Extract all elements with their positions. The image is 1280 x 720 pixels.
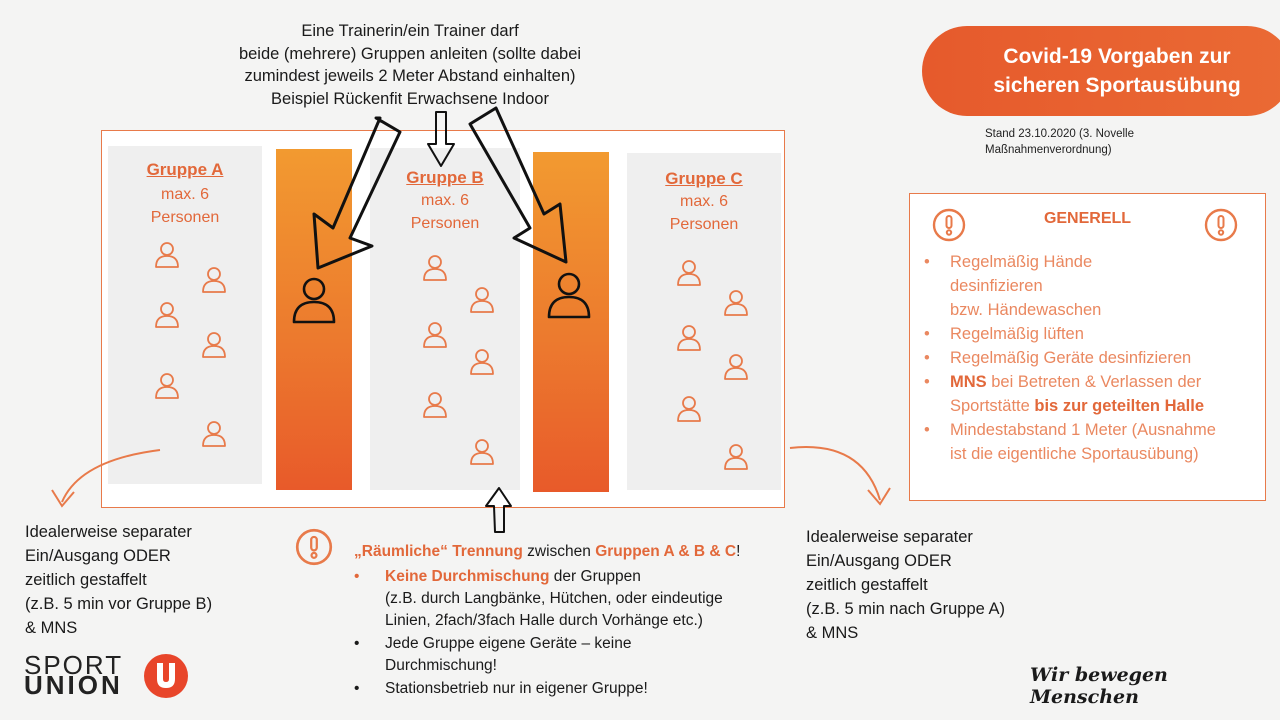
list-item-text: desinfizieren	[950, 277, 1043, 295]
stand-note: Stand 23.10.2020 (3. Novelle Maßnahmenve…	[985, 126, 1205, 158]
list-item-text: ist die eigentliche Sportausübung)	[950, 445, 1199, 463]
list-item-text: Stationsbetrieb nur in eigener Gruppe!	[385, 680, 648, 697]
group-c-persons: Personen	[669, 216, 739, 233]
generell-list: Regelmäßig Hände desinfizieren bzw. Händ…	[924, 250, 1264, 466]
separation-title-part: Gruppen A & B & C	[595, 543, 737, 560]
list-item-bold: Keine Durchmischung	[385, 568, 550, 585]
person-icon	[155, 242, 179, 268]
person-icon	[155, 302, 179, 328]
note-line: Ein/Ausgang ODER	[806, 552, 952, 570]
list-item: Regelmäßig lüften	[924, 322, 1264, 346]
list-item: Mindestabstand 1 Meter (Ausnahme ist die…	[924, 418, 1264, 466]
list-item-text: Durchmischung!	[385, 657, 497, 674]
person-icon	[202, 421, 226, 447]
person-icon	[724, 444, 748, 470]
list-item-text: Sportstätte	[950, 397, 1035, 415]
person-icon	[470, 439, 494, 465]
generell-title: GENERELL	[1043, 210, 1132, 227]
separation-title: „Räumliche“ Trennung zwischen Gruppen A …	[354, 543, 794, 561]
slogan: Wir bewegen Menschen	[1030, 664, 1168, 708]
list-item-bold: MNS	[950, 373, 987, 391]
stand-line: Maßnahmenverordnung)	[985, 144, 1112, 156]
person-icon	[202, 332, 226, 358]
note-line: zeitlich gestaffelt	[25, 571, 147, 589]
list-item-text: der Gruppen	[549, 568, 641, 585]
curved-arrow-icon	[789, 446, 881, 501]
person-icon	[155, 373, 179, 399]
alert-icon	[1204, 208, 1238, 242]
logo-union-text: UNION	[24, 670, 123, 700]
group-b-max: max. 6	[420, 192, 469, 209]
note-line: Idealerweise separater	[806, 528, 973, 546]
title-banner: Covid-19 Vorgaben zur sicheren Sportausü…	[922, 26, 1280, 116]
note-line: (z.B. 5 min nach Gruppe A)	[806, 600, 1006, 618]
person-icon	[677, 396, 701, 422]
note-line: zeitlich gestaffelt	[806, 576, 928, 594]
list-item-text: (z.B. durch Langbänke, Hütchen, oder ein…	[385, 590, 723, 607]
person-icon	[677, 325, 701, 351]
separation-title-part: zwischen	[522, 543, 596, 560]
stand-line: Stand 23.10.2020 (3. Novelle	[985, 128, 1134, 140]
alert-icon	[295, 528, 333, 566]
trainer-note-line: beide (mehrere) Gruppen anleiten (sollte…	[238, 44, 582, 63]
alert-icon	[932, 208, 966, 242]
note-line: Ein/Ausgang ODER	[25, 547, 171, 565]
group-b-persons: Personen	[410, 215, 480, 232]
list-item-text: bzw. Händewaschen	[950, 301, 1102, 319]
person-icon	[423, 322, 447, 348]
separation-list: Keine Durchmischung der Gruppen (z.B. du…	[354, 566, 794, 701]
person-icon	[677, 260, 701, 286]
list-item-text: Jede Gruppe eigene Geräte – keine	[385, 635, 632, 652]
divider-bar	[533, 152, 609, 492]
trainer-note-line: Beispiel Rückenfit Erwachsene Indoor	[271, 89, 549, 108]
group-c-title: Gruppe C	[665, 169, 743, 188]
list-item-text: Regelmäßig lüften	[950, 325, 1084, 343]
list-item-text: Regelmäßig Hände	[950, 253, 1093, 271]
note-line: & MNS	[25, 619, 78, 637]
group-a-title: Gruppe A	[146, 160, 224, 179]
sportunion-logo-icon	[144, 654, 188, 698]
person-icon	[724, 290, 748, 316]
list-item: MNS bei Betreten & Verlassen der Sportst…	[924, 370, 1264, 418]
list-item-text: Linien, 2fach/3fach Halle durch Vorhänge…	[385, 612, 703, 629]
title-line: Covid-19 Vorgaben zur	[1003, 45, 1231, 68]
list-item-text: Regelmäßig Geräte desinfizieren	[950, 349, 1192, 367]
note-entrance-right: Idealerweise separater Ein/Ausgang ODER …	[806, 525, 1066, 645]
list-item: Keine Durchmischung der Gruppen (z.B. du…	[354, 566, 794, 632]
list-item: Jede Gruppe eigene Geräte – keine Durchm…	[354, 633, 794, 677]
person-icon	[470, 349, 494, 375]
trainer-icon	[547, 272, 591, 319]
group-c-max: max. 6	[679, 193, 728, 210]
group-b-title: Gruppe B	[406, 168, 484, 187]
list-item-bold: bis zur geteilten Halle	[1034, 397, 1205, 415]
group-a-persons: Personen	[150, 209, 220, 226]
list-item: Regelmäßig Geräte desinfizieren	[924, 346, 1264, 370]
group-c-area: Gruppe C max. 6 Personen	[627, 153, 781, 490]
separation-title-part: „Räumliche“ Trennung	[354, 543, 523, 560]
person-icon	[202, 267, 226, 293]
trainer-note-line: Eine Trainerin/ein Trainer darf	[301, 22, 519, 40]
person-icon	[423, 392, 447, 418]
note-entrance-left: Idealerweise separater Ein/Ausgang ODER …	[25, 520, 265, 640]
list-item: Stationsbetrieb nur in eigener Gruppe!	[354, 678, 794, 700]
note-line: (z.B. 5 min vor Gruppe B)	[25, 595, 213, 613]
generell-box: GENERELL Regelmäßig Hände desinfizieren …	[909, 193, 1266, 501]
logo-sport-text: SPORT	[24, 650, 124, 680]
trainer-icon	[292, 277, 336, 324]
group-b-area: Gruppe B max. 6 Personen	[370, 148, 520, 490]
person-icon	[724, 354, 748, 380]
list-item-text: bei Betreten & Verlassen der	[986, 373, 1202, 391]
trainer-note-line: zumindest jeweils 2 Meter Abstand einhal…	[244, 67, 576, 85]
trainer-note: Eine Trainerin/ein Trainer darf beide (m…	[200, 20, 620, 110]
group-a-max: max. 6	[160, 186, 209, 203]
group-a-area: Gruppe A max. 6 Personen	[108, 146, 262, 484]
person-icon	[423, 255, 447, 281]
list-item-text: Mindestabstand 1 Meter (Ausnahme	[950, 421, 1216, 439]
list-item: Regelmäßig Hände desinfizieren bzw. Händ…	[924, 250, 1264, 322]
separation-title-part: !	[736, 543, 741, 560]
person-icon	[470, 287, 494, 313]
title-line: sicheren Sportausübung	[993, 74, 1241, 97]
note-line: & MNS	[806, 624, 859, 642]
note-line: Idealerweise separater	[25, 523, 192, 541]
